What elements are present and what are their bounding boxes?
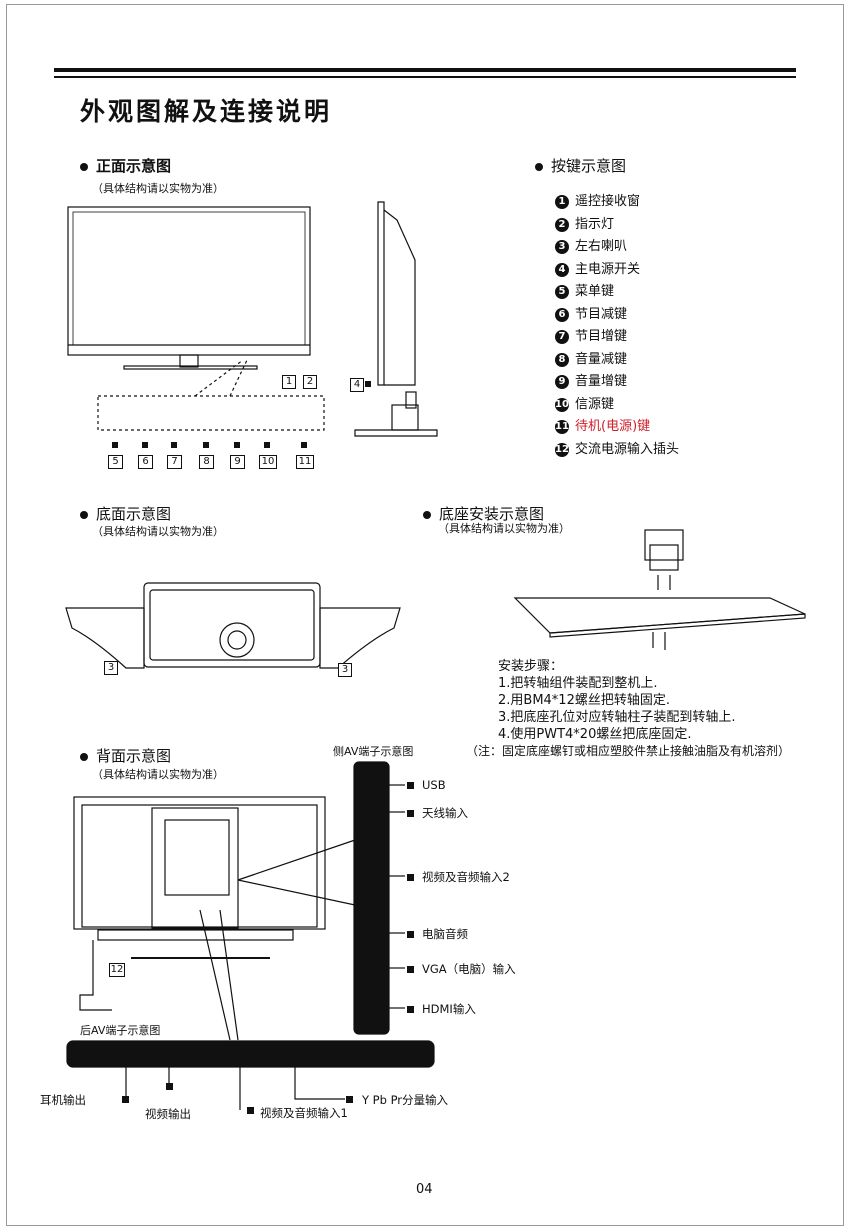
callout-12: 12 <box>109 963 125 977</box>
callout-4: 4 <box>350 378 364 392</box>
page-title: 外观图解及连接说明 <box>80 97 333 126</box>
front-tv-outline <box>67 206 311 356</box>
base-note: （具体结构请以实物为准） <box>438 522 570 535</box>
connector-antenna: 天线输入 <box>407 805 468 821</box>
front-heading: 正面示意图 <box>80 155 171 176</box>
callout-2: 2 <box>303 375 317 389</box>
page-number: 04 <box>416 1182 433 1197</box>
connector-hdmi: HDMI输入 <box>407 1001 476 1017</box>
base-heading: 底座安装示意图 <box>423 503 544 524</box>
keys-heading: 按键示意图 <box>535 155 626 176</box>
bottom-heading: 底面示意图 <box>80 503 171 524</box>
caution-note: （注：固定底座螺钉或相应塑胶件禁止接触油脂及有机溶剂） <box>466 744 791 758</box>
connector-av1: 视频及音频输入1 <box>260 1106 348 1120</box>
connector-usb: USB <box>407 778 446 792</box>
callout-7: 7 <box>167 455 182 469</box>
callout-11: 11 <box>296 455 314 469</box>
callout-8: 8 <box>199 455 214 469</box>
connector-ypbpr: Y Pb Pr分量输入 <box>362 1093 449 1107</box>
bullet-icon <box>535 162 543 171</box>
callout-10: 10 <box>259 455 277 469</box>
page-frame <box>6 4 844 1226</box>
bottom-note: （具体结构请以实物为准） <box>92 525 224 538</box>
callout-9: 9 <box>230 455 245 469</box>
bullet-icon <box>423 510 431 519</box>
front-note: （具体结构请以实物为准） <box>92 182 224 195</box>
button-panel <box>97 395 325 431</box>
connector-headphone: 耳机输出 <box>40 1093 86 1107</box>
bullet-icon <box>80 752 88 761</box>
bullet-icon <box>80 162 88 171</box>
connector-video-out: 视频输出 <box>145 1107 191 1121</box>
back-tv-outline <box>73 796 326 930</box>
connector-pc-audio: 电脑音频 <box>407 926 468 942</box>
callout-3-left: 3 <box>104 661 118 675</box>
connector-av2: 视频及音频输入2 <box>407 869 510 885</box>
side-av-title: 侧AV端子示意图 <box>333 745 414 758</box>
install-steps: 安装步骤： 1.把转轴组件装配到整机上. 2.用BM4*12螺丝把转轴固定. 3… <box>498 659 736 742</box>
callout-3-right: 3 <box>338 663 352 677</box>
callout-6: 6 <box>138 455 153 469</box>
callout-5: 5 <box>108 455 123 469</box>
back-note: （具体结构请以实物为准） <box>92 768 224 781</box>
callout-1: 1 <box>282 375 296 389</box>
rear-av-title: 后AV端子示意图 <box>80 1024 161 1037</box>
top-rule <box>54 68 796 72</box>
back-heading: 背面示意图 <box>80 745 171 766</box>
top-rule-thin <box>54 76 796 78</box>
connector-vga: VGA（电脑）输入 <box>407 961 516 977</box>
bullet-icon <box>80 510 88 519</box>
